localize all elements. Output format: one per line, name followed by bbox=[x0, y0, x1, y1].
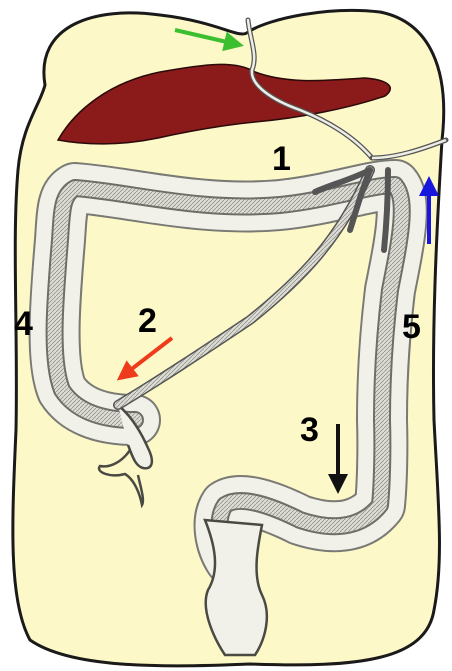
label-2: 2 bbox=[138, 302, 157, 340]
label-5: 5 bbox=[402, 308, 421, 346]
rectum bbox=[205, 520, 267, 655]
label-3: 3 bbox=[300, 411, 319, 449]
label-1: 1 bbox=[272, 140, 291, 178]
label-4: 4 bbox=[14, 305, 33, 343]
